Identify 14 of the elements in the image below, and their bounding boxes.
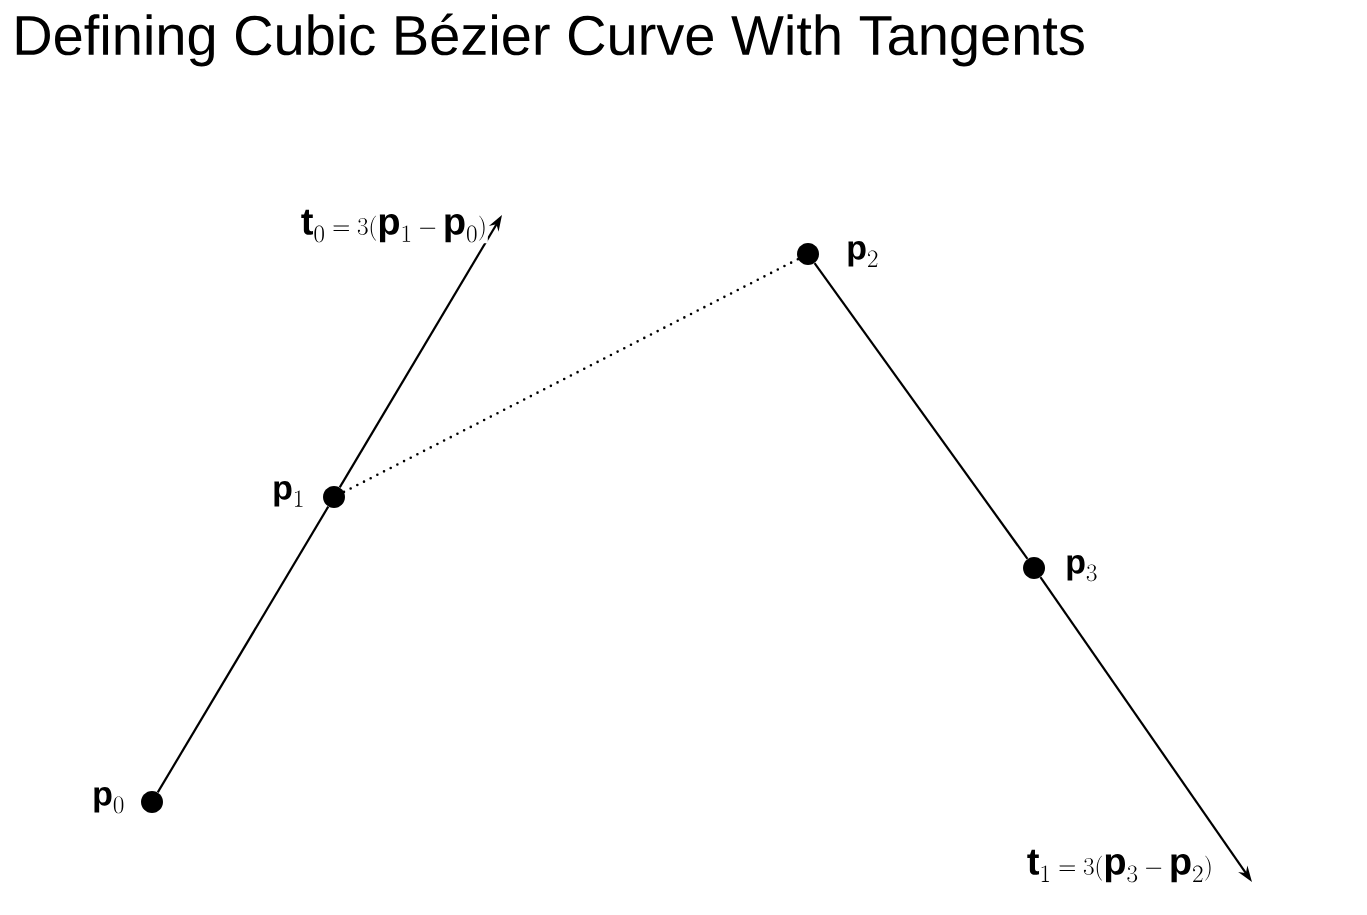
point-label: $\mathbf{p}_1$: [274, 481, 303, 507]
line: [813, 262, 1029, 560]
point-dot: [1023, 557, 1045, 579]
point-label: $\mathbf{p}_0$: [94, 787, 124, 814]
edge-label: $\mathbf{t}_0 = 3(\mathbf{p}_1 - \mathbf{p}_0)$: [301, 209, 485, 243]
edge-label: $\mathbf{t}_1 = 3(\mathbf{p}_3 - \mathbf{p}_2)$: [1027, 849, 1211, 883]
dotted-line: [342, 257, 800, 494]
point-dot: [141, 791, 163, 813]
title: Defining Cubic Bézier Curve With Tangents: [16, 13, 1084, 67]
point-dot: [797, 243, 819, 265]
point-label: $\mathbf{p}_2$: [848, 241, 878, 267]
line: [156, 506, 330, 793]
point-label: $\mathbf{p}_3$: [1067, 555, 1097, 582]
point-dot: [323, 486, 345, 508]
